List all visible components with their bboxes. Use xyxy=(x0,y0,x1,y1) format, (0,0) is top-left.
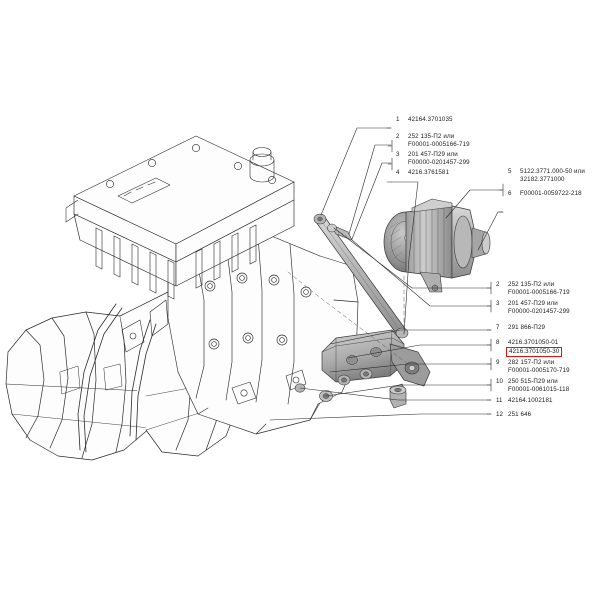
leader-lines-upper xyxy=(320,127,504,335)
part-designation-alt: F00001-0005170-719 xyxy=(508,366,570,374)
part-designation: 252 135-П2 или xyxy=(408,133,455,140)
parts-row-highlighted[interactable]: 8 4216.3701050-01 4216.3701050-30 xyxy=(496,339,570,359)
part-number-index: 3 xyxy=(496,300,500,307)
parts-row[interactable]: 1 42164.3701035 xyxy=(396,116,470,133)
part-number-index: 3 xyxy=(396,151,400,158)
upper-left-parts-list: 1 42164.3701035 2 252 135-П2 или F00001-… xyxy=(396,116,470,183)
leader-lines-lower xyxy=(269,227,492,421)
parts-row[interactable]: 12 251 646 xyxy=(496,411,570,425)
part-designation: 251 646 xyxy=(508,411,532,418)
part-number-index: 10 xyxy=(496,378,503,385)
alternator-bracket xyxy=(294,329,431,409)
parts-row[interactable]: 3 201 457-П29 или F00000-0201457-299 xyxy=(396,151,470,169)
part-designation-group: 282 157-П2 или F00001-0005170-719 xyxy=(508,359,570,375)
part-designation-group: 4216.3701050-01 4216.3701050-30 xyxy=(506,339,563,357)
part-number-index: 1 xyxy=(396,116,400,123)
part-number-index: 2 xyxy=(396,133,400,140)
parts-row[interactable]: 11 42164.1002181 xyxy=(496,397,570,411)
part-designation-alt: F00000-0201457-299 xyxy=(408,158,470,166)
axis-dashed-line xyxy=(287,271,409,365)
part-designation-group: 201 457-П29 или F00000-0201457-299 xyxy=(408,151,470,167)
lower-parts-list: 2 252 135-П2 или F00001-0005166-719 3 20… xyxy=(496,281,570,425)
parts-row[interactable]: 9 282 157-П2 или F00001-0005170-719 xyxy=(496,359,570,378)
part-designation: F00001-0059722-218 xyxy=(520,190,582,197)
block-accessories xyxy=(77,299,307,453)
part-designation: 4216.3761581 xyxy=(408,169,450,176)
part-designation-alt: F00001-0005166-719 xyxy=(408,140,470,148)
part-designation: 201 457-П29 или xyxy=(408,151,458,158)
highlighted-part-designation: 4216.3701050-30 xyxy=(506,346,563,357)
part-designation-group: 250 515-П29 или F00001-0061015-118 xyxy=(508,378,569,394)
part-designation-group: 5122.3771.000-50 или 32182.3771000 xyxy=(520,168,585,184)
upper-right-list-brackets xyxy=(498,183,504,213)
part-designation-group: 252 135-П2 или F00001-0005166-719 xyxy=(408,133,470,149)
part-number-index: 8 xyxy=(496,339,500,346)
lower-list-brackets xyxy=(486,281,492,415)
part-designation: 291 866-П29 xyxy=(508,324,546,331)
upper-right-parts-list: 5 5122.3771.000-50 или 32182.3771000 6 F… xyxy=(508,168,585,204)
part-designation-group: 252 135-П2 или F00001-0005166-719 xyxy=(508,281,570,297)
parts-row[interactable]: 3 201 457-П29 или F00000-0201457-299 xyxy=(496,300,570,324)
parts-row[interactable]: 7 291 866-П29 xyxy=(496,324,570,339)
parts-row[interactable]: 4 4216.3761581 xyxy=(396,169,470,183)
part-number-index: 2 xyxy=(496,281,500,288)
part-number-index: 12 xyxy=(496,411,503,418)
parts-row[interactable]: 10 250 515-П29 или F00001-0061015-118 xyxy=(496,378,570,397)
part-number-index: 11 xyxy=(496,397,503,404)
part-designation: 4216.3701050-01 xyxy=(508,339,559,346)
part-number-index: 9 xyxy=(496,359,500,366)
part-designation: 252 135-П2 или xyxy=(508,281,555,288)
part-designation: 42164.3701035 xyxy=(408,116,453,123)
parts-row[interactable]: 6 F00001-0059722-218 xyxy=(508,190,585,204)
part-designation: 42164.1002181 xyxy=(508,397,553,404)
part-designation: 282 157-П2 или xyxy=(508,359,555,366)
upper-list-brackets xyxy=(386,127,393,183)
cylinder-head-cover xyxy=(65,135,295,300)
part-designation-alt: 32182.3771000 xyxy=(520,175,565,183)
part-number-index: 6 xyxy=(508,190,512,197)
parts-row[interactable]: 5 5122.3771.000-50 или 32182.3771000 xyxy=(508,168,585,190)
parts-row[interactable]: 2 252 135-П2 или F00001-0005166-719 xyxy=(396,133,470,151)
part-number-index: 5 xyxy=(508,168,512,175)
part-designation-alt: F00000-0201457-299 xyxy=(508,307,570,315)
part-designation: 201 457-П29 или xyxy=(508,300,558,307)
part-designation-alt: F00001-0005166-719 xyxy=(508,288,570,296)
part-designation-group: 201 457-П29 или F00000-0201457-299 xyxy=(508,300,570,316)
part-designation-alt: F00001-0061015-118 xyxy=(508,385,570,393)
parts-row[interactable]: 2 252 135-П2 или F00001-0005166-719 xyxy=(496,281,570,300)
part-designation: 250 515-П29 или xyxy=(508,378,558,385)
part-number-index: 7 xyxy=(496,324,500,331)
part-designation: 5122.3771.000-50 или xyxy=(520,168,585,175)
alternator xyxy=(383,198,491,293)
part-number-index: 4 xyxy=(396,169,400,176)
